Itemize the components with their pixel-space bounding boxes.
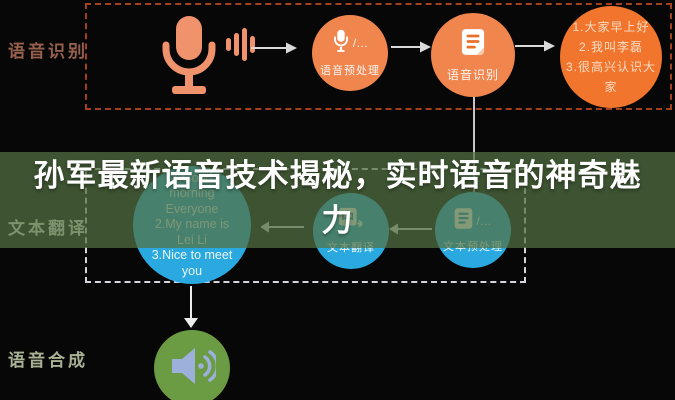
- result-line: 3.Nice to meet: [151, 248, 233, 263]
- connector-line: [190, 286, 192, 319]
- speech-synthesis-node: [154, 330, 230, 400]
- arrow-down-icon: [184, 318, 198, 328]
- arrow-right-icon: [515, 40, 555, 52]
- tts-row-label: 语音合成: [8, 351, 88, 370]
- node-speech-recognize: 语音识别: [431, 13, 515, 97]
- node-label: 语音预处理: [320, 64, 380, 77]
- page-title-line1: 孙军最新语音技术揭秘，实时语音的神奇魅: [33, 158, 642, 193]
- speaker-icon: [168, 344, 220, 393]
- microphone-small-icon: [332, 29, 350, 58]
- node-speech-preprocess: /… 语音预处理: [312, 15, 388, 91]
- node-label: 语音识别: [446, 67, 499, 82]
- asr-row-label: 语音识别: [8, 42, 88, 61]
- result-line: 3.很高兴认识大家: [565, 60, 656, 94]
- title-overlay-band: [0, 152, 675, 248]
- result-line: 1.大家早上好: [572, 20, 650, 34]
- page-title: 孙军最新语音技术揭秘，实时语音的神奇魅 力: [0, 153, 675, 243]
- asr-stage-box: [85, 3, 672, 110]
- arrow-right-icon: [251, 42, 297, 54]
- result-line: 2.我叫李磊: [578, 40, 643, 54]
- page-title-line2: 力: [321, 203, 354, 238]
- asr-result-bubble: 1.大家早上好 2.我叫李磊 3.很高兴认识大家: [560, 6, 662, 108]
- arrow-right-icon: [391, 41, 431, 53]
- slash-dots-label: /…: [352, 36, 369, 50]
- document-icon: [461, 28, 485, 61]
- result-line: you: [181, 263, 203, 278]
- microphone-icon: [150, 12, 256, 103]
- connector-line: [473, 97, 475, 195]
